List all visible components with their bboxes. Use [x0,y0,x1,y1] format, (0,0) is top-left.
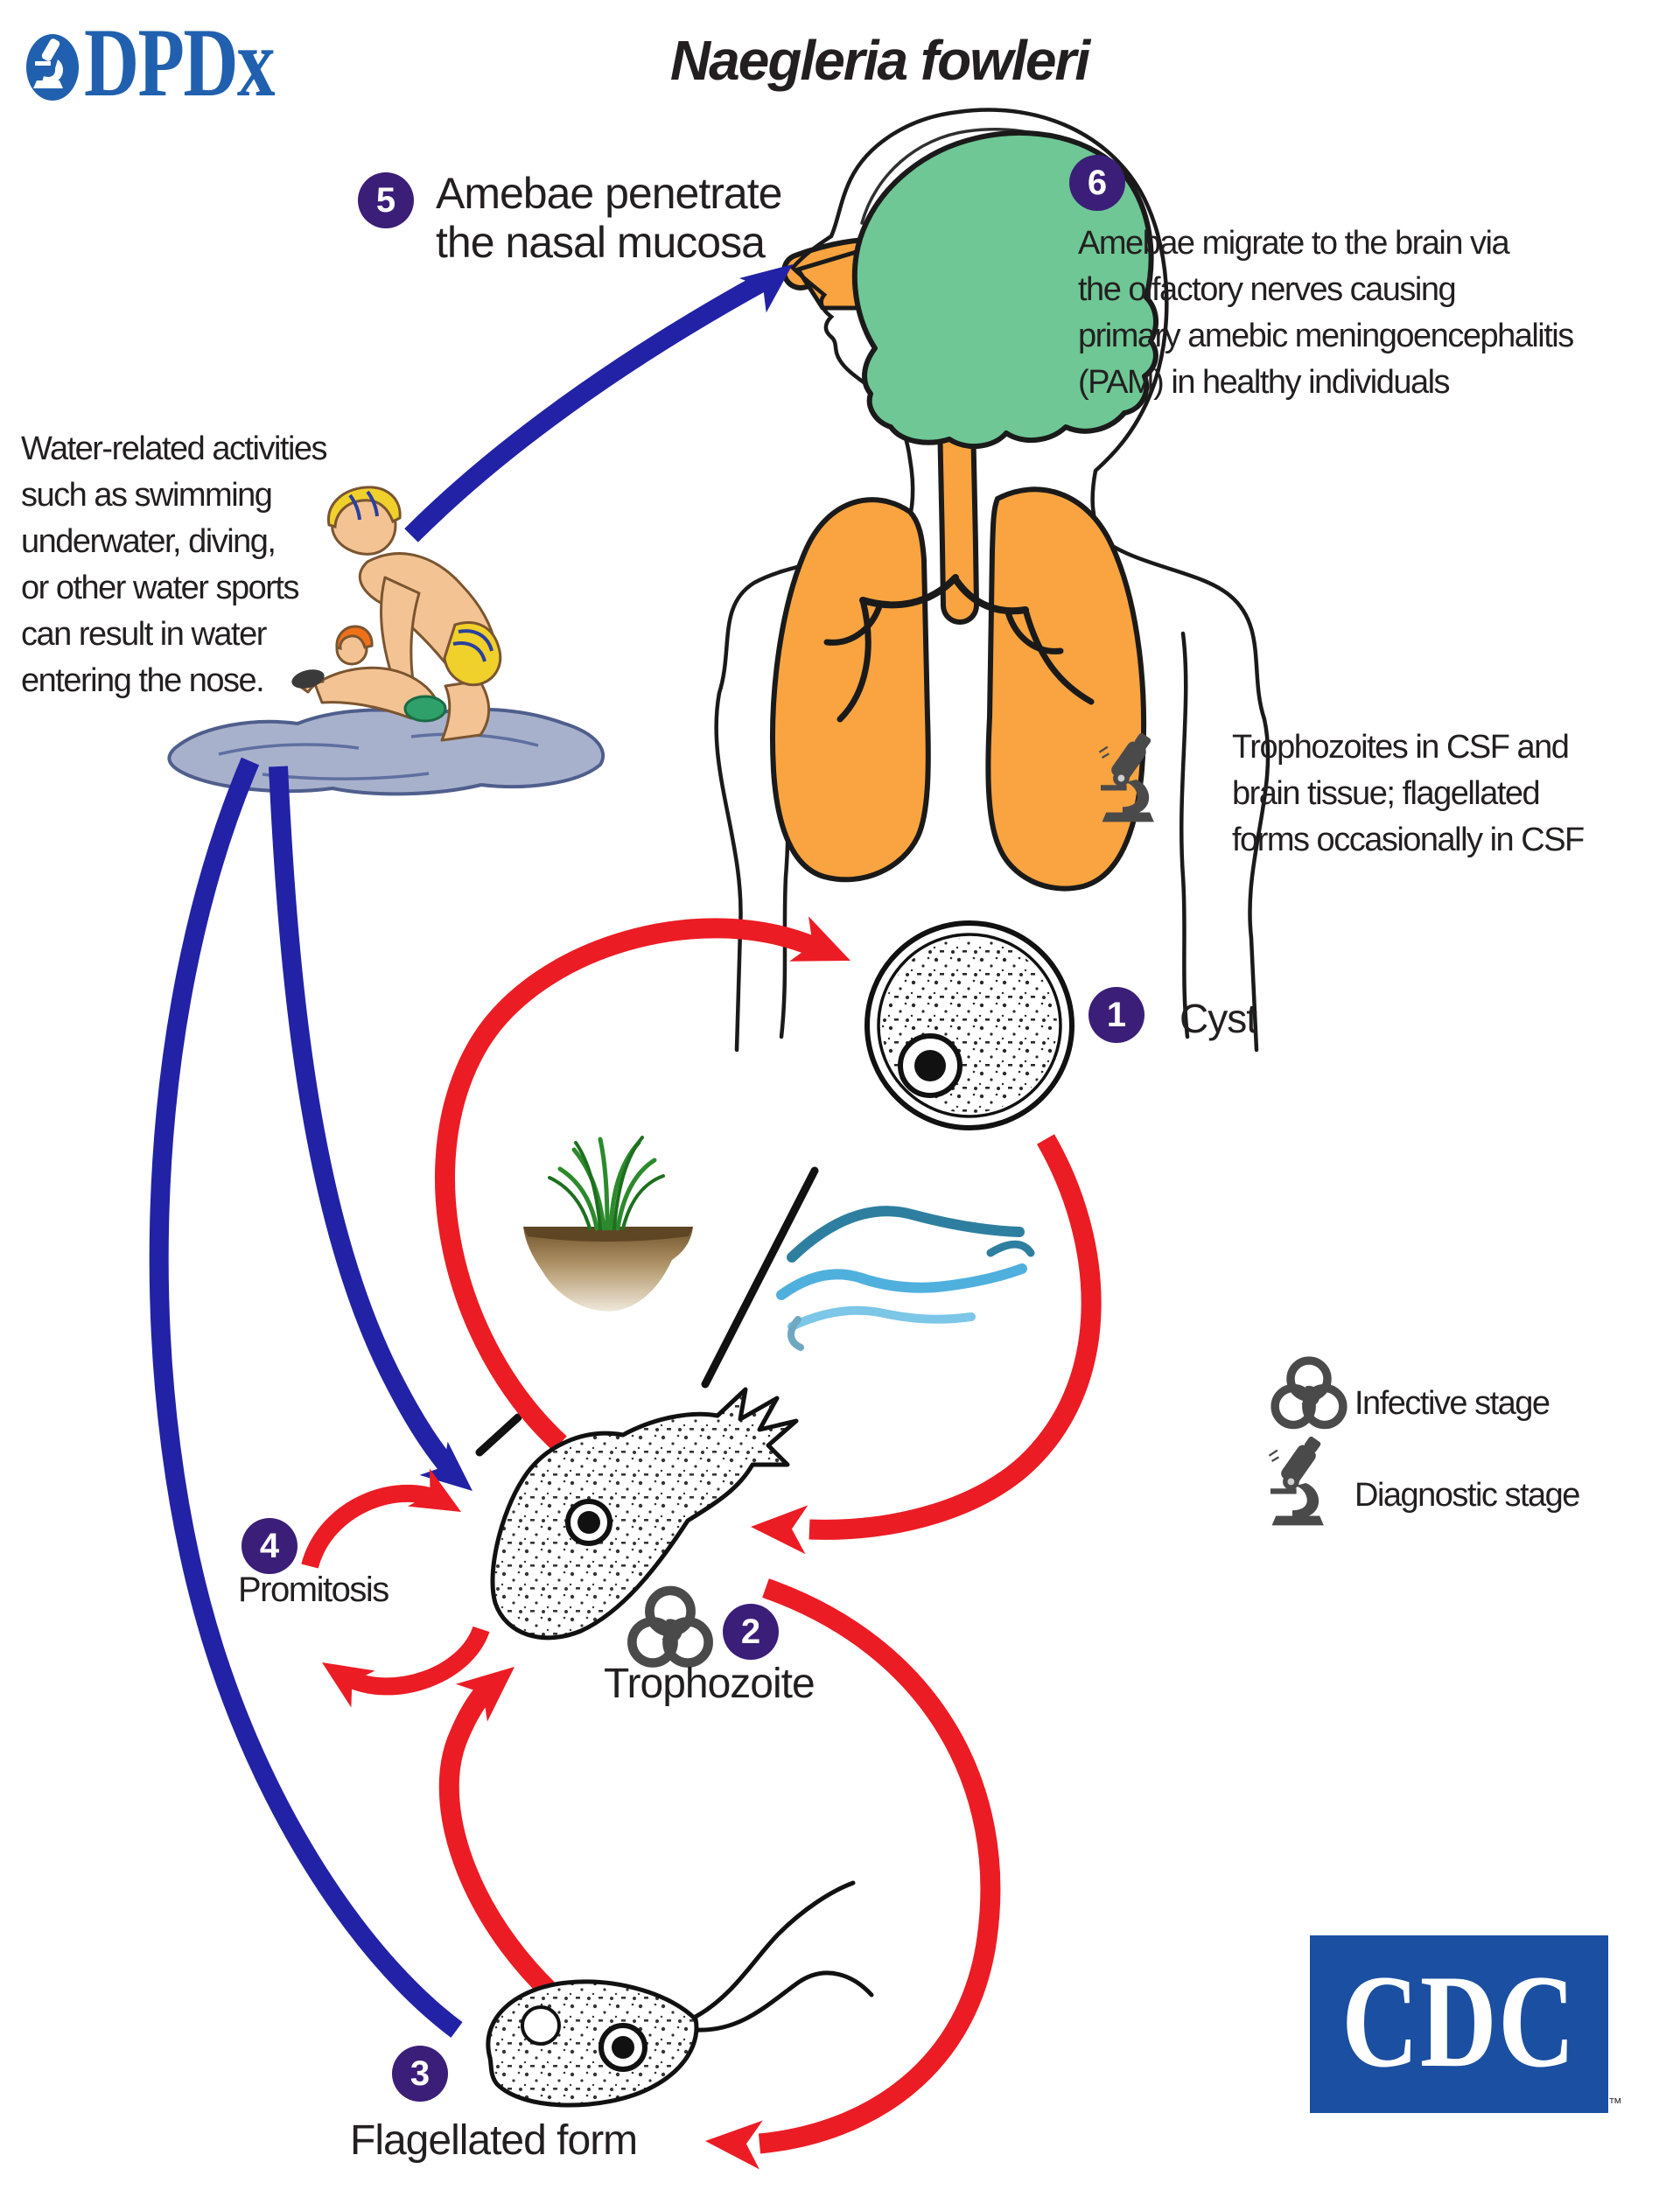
water-waves-icon [776,1206,1035,1351]
stage-1-number: 1 [1088,987,1144,1043]
slash-divider [475,1166,819,1457]
arrow-swimmer-to-nose [404,273,768,542]
dpdx-logo-icon [26,34,79,101]
arrow-trophozoite-to-cyst [435,918,818,1452]
trophozoite-label: Trophozoite [604,1661,816,1707]
promitosis-cycle-arrows [301,1468,490,1708]
legend-infective-label: Infective stage [1354,1385,1550,1422]
cdc-logo: CDC [1310,1935,1608,2113]
legend-diagnostic-label: Diagnostic stage [1354,1477,1580,1514]
csf-diagnostic-note: Trophozoites in CSF and brain tissue; fl… [1232,729,1585,858]
arrow-cyst-to-trophozoite [808,1134,1102,1540]
dpdx-logo-text: DPDx [84,9,276,117]
flagella [691,1880,874,2033]
microscope-icon [1268,1434,1326,1527]
biohazard-icon [632,1591,708,1663]
cyst-label: Cyst [1180,996,1257,1041]
flagellated-form-label: Flagellated form [350,2117,638,2164]
step-6-text: Amebae migrate to the brain via the olfa… [1078,225,1574,401]
stage-3-number: 3 [392,2046,448,2102]
trademark-symbol: ™ [1608,2096,1622,2111]
brain [851,129,1158,450]
step-5-text: Amebae penetrate the nasal mucosa [436,169,782,267]
arrow-flagellated-to-trophozoite [438,1675,580,2020]
stage-4-number: 4 [242,1518,298,1574]
grass-soil-icon [523,1136,693,1312]
cyst-illustration [864,920,1074,1130]
head-outline [789,108,1169,541]
arrow-water-to-trophozoite [269,766,461,1480]
arrow-water-to-flagellated [149,757,463,2038]
trophozoite-illustration [490,1387,799,1641]
human-figure [714,108,1270,1053]
infection-route-arrows [149,264,793,2038]
promitosis-label: Promitosis [238,1571,389,1609]
step-5-number: 5 [358,172,414,228]
flagellated-form-illustration [486,1880,874,2108]
cdc-logo-text: CDC [1341,1948,1577,2095]
stage-2-number: 2 [723,1604,779,1660]
biohazard-icon [1275,1361,1343,1425]
arrow-trophozoite-to-flagellated [758,1578,1001,2154]
page-title: Naegleria fowleri [669,29,1090,92]
step-6-number: 6 [1069,155,1125,211]
life-cycle-arrows [301,916,1102,2170]
water-activities-note: Water-related activities such as swimmin… [21,430,328,699]
